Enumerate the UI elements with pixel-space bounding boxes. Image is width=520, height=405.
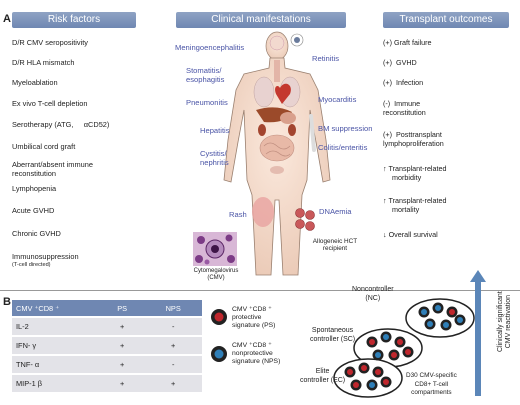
t-cell-core bbox=[383, 379, 389, 385]
clinical-label: Meningoencephalitis bbox=[175, 43, 245, 52]
table-row: IFN- γ + + bbox=[12, 335, 202, 355]
risk-factor-item: D/R HLA mismatch bbox=[12, 58, 75, 67]
heart-organ bbox=[275, 83, 291, 104]
risk-factor-line: Aberrant/absent immune bbox=[12, 160, 93, 169]
t-cell-core bbox=[375, 352, 381, 358]
risk-factor-item: Umbilical cord graft bbox=[12, 142, 76, 151]
outcome-item: (+) Graft failure bbox=[383, 38, 432, 47]
clinical-label: Retinitis bbox=[312, 54, 340, 63]
bladder-organ bbox=[270, 166, 284, 174]
stomach-organ bbox=[280, 112, 296, 124]
t-cell-core bbox=[449, 309, 455, 315]
risk-factor-item: Myeloablation bbox=[12, 78, 58, 87]
ec-label: Elite controller (EC) bbox=[300, 368, 346, 384]
outcome-item: ↑ Transplant-related mortality bbox=[383, 196, 447, 214]
clinical-manifestations-header: Clinical manifestations bbox=[176, 12, 346, 28]
outcome-item: ↑ Transplant-related morbidity bbox=[383, 164, 447, 182]
nps-legend-text: CMV ⁺CD8 ⁺ nonprotective signature (NPS) bbox=[232, 342, 281, 366]
iris-shape bbox=[294, 37, 300, 43]
risk-factor-item: Serotherapy (ATG, αCD52) bbox=[12, 120, 110, 129]
t-cell-core bbox=[353, 382, 359, 388]
clinical-label: Stomatitis/ bbox=[186, 66, 222, 75]
clinical-label: Pneumonitis bbox=[186, 98, 228, 107]
table-row: IL-2 + - bbox=[12, 316, 202, 336]
t-cell-core bbox=[383, 334, 389, 340]
outcome-item: (+) GVHD bbox=[383, 58, 417, 67]
left-lung-organ bbox=[253, 76, 275, 108]
t-cell-core bbox=[421, 309, 427, 315]
bone-marrow-organ bbox=[309, 114, 316, 152]
table-header: PS bbox=[100, 300, 145, 317]
rash-patch bbox=[252, 197, 274, 227]
t-cell-core bbox=[427, 321, 433, 327]
t-cell-core bbox=[397, 339, 403, 345]
t-cell-core bbox=[457, 317, 463, 323]
ps-cell-icon bbox=[211, 309, 227, 325]
risk-factor-item: Aberrant/absent immune reconstitution bbox=[12, 160, 137, 178]
clinical-label: Hepatitis bbox=[200, 126, 230, 135]
outcome-item: (+) Infection bbox=[383, 78, 424, 87]
t-cell-core bbox=[361, 365, 367, 371]
reactivation-arrow-icon bbox=[470, 270, 486, 396]
t-cell-core bbox=[391, 352, 397, 358]
risk-factor-item: D/R CMV seropositivity bbox=[12, 38, 88, 47]
table-header: CMV ⁺CD8 ⁺ bbox=[12, 300, 100, 317]
clinical-label: Cystitis/ bbox=[200, 149, 227, 158]
risk-factor-subline: (T-cell directed) bbox=[12, 262, 51, 268]
risk-factor-item: Immunosuppression (T-cell directed) bbox=[12, 252, 137, 270]
intestine-organ bbox=[259, 134, 295, 162]
t-cell-core bbox=[405, 349, 411, 355]
t-cell-core bbox=[443, 322, 449, 328]
clinical-label: nephritis bbox=[200, 158, 229, 167]
cmv-micrograph-image bbox=[193, 232, 237, 266]
ps-legend-text: CMV ⁺CD8 ⁺ protective signature (PS) bbox=[232, 306, 276, 330]
clinical-label: Myocarditis bbox=[318, 95, 357, 104]
esophagus-organ bbox=[274, 60, 280, 82]
recipient-caption: Allogeneic HCT recipient bbox=[312, 238, 358, 252]
t-cell-core bbox=[375, 369, 381, 375]
cmv-caption: Cytomegalovirus (CMV) bbox=[193, 268, 239, 281]
clinical-label: Rash bbox=[229, 210, 247, 219]
kidney-organ bbox=[288, 124, 296, 136]
risk-factor-item: Chronic GVHD bbox=[12, 229, 61, 238]
t-cell-core bbox=[347, 369, 353, 375]
reactivation-label: Clinically significant CMV reactivation bbox=[497, 291, 512, 352]
t-cell-core bbox=[369, 339, 375, 345]
nc-label: Noncontroller (NC) bbox=[352, 286, 394, 302]
transplant-outcomes-header: Transplant outcomes bbox=[383, 12, 509, 28]
clinical-label: DNAemia bbox=[319, 207, 352, 216]
panel-a-label: A bbox=[3, 13, 11, 25]
controller-compartments-diagram bbox=[333, 298, 475, 398]
clinical-label: esophagitis bbox=[186, 75, 225, 84]
human-body-illustration bbox=[223, 31, 331, 276]
table-row: TNF- α + - bbox=[12, 354, 202, 374]
table-row: MIP-1 β + + bbox=[12, 373, 202, 392]
outcome-item: (+) Posttransplant lymphoproliferation bbox=[383, 130, 444, 148]
clinical-label: Colitis/enteritis bbox=[318, 143, 368, 152]
kidney-organ bbox=[258, 124, 266, 136]
blood-cells-icon bbox=[295, 208, 315, 231]
risk-factor-item: Ex vivo T-cell depletion bbox=[12, 99, 88, 108]
outcome-item: ↓ Overall survival bbox=[383, 230, 438, 239]
panel-b-label: B bbox=[3, 296, 11, 308]
outcome-item: (-) Immune reconstitution bbox=[383, 99, 426, 117]
nps-cell-icon bbox=[211, 346, 227, 362]
clinical-label: BM suppression bbox=[318, 124, 373, 133]
t-cell-core bbox=[369, 382, 375, 388]
panel-divider bbox=[0, 290, 520, 291]
table-header: NPS bbox=[144, 300, 202, 317]
t-cell-core bbox=[435, 305, 441, 311]
risk-factor-line: reconstitution bbox=[12, 169, 56, 178]
risk-factor-item: Lymphopenia bbox=[12, 184, 57, 193]
brain-organ bbox=[269, 35, 285, 51]
risk-factor-line: Immunosuppression bbox=[12, 252, 79, 261]
cytokine-table: CMV ⁺CD8 ⁺ PS NPS IL-2 + - IFN- γ + + TN… bbox=[12, 300, 202, 392]
sc-label: Spontaneous controller (SC) bbox=[310, 327, 356, 343]
risk-factors-header: Risk factors bbox=[12, 12, 136, 28]
d30-label: D30 CMV-specific CD8+ T-cell compartment… bbox=[406, 372, 457, 396]
risk-factor-item: Acute GVHD bbox=[12, 206, 55, 215]
